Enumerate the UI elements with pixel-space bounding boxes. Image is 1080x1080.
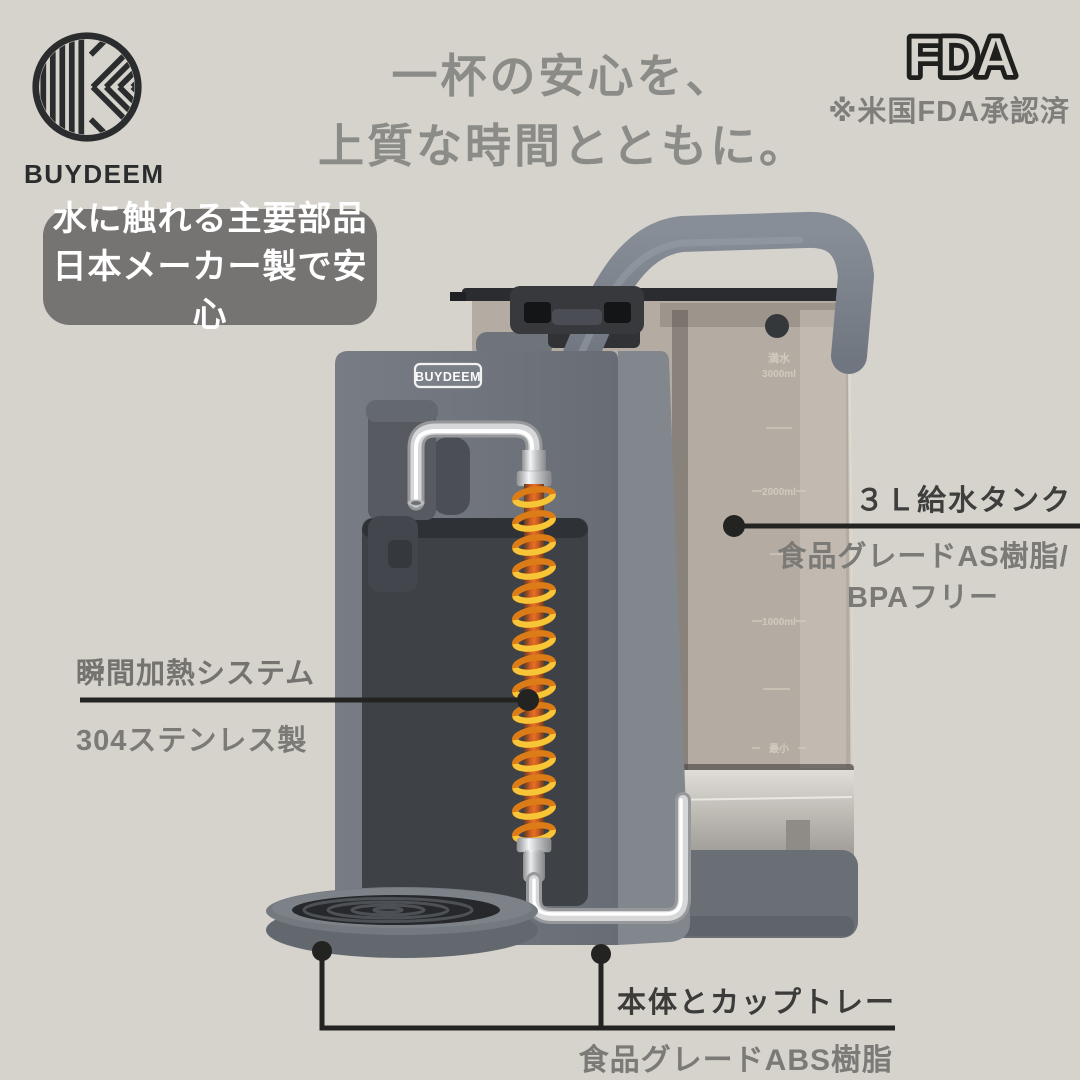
annotation-heater-desc: 304ステンレス製 bbox=[76, 725, 308, 757]
page-title-line1: 一杯の安心を、 bbox=[391, 50, 735, 102]
tank-scale-min-label: 最小 bbox=[769, 742, 789, 755]
buydeem-logo-icon bbox=[32, 32, 142, 142]
fda-logo-fill: FDA bbox=[907, 25, 1015, 88]
connector-heater bbox=[80, 689, 539, 711]
body-front-label: BUYDEEM bbox=[413, 362, 483, 389]
connector-base bbox=[312, 941, 895, 1031]
tank-base bbox=[666, 770, 854, 862]
annotation-tank-desc-line2: BPAフリー bbox=[846, 581, 1000, 614]
annotation-base-title: 本体とカップトレー bbox=[616, 987, 896, 1019]
annotation-heater-title: 瞬間加熱システム bbox=[76, 658, 316, 690]
svg-text:BUYDEEM: BUYDEEM bbox=[415, 370, 481, 384]
chrome-pipe-bottom bbox=[526, 792, 691, 924]
annotation-tank-desc-line1: 食品グレードAS樹脂/ bbox=[777, 541, 1069, 573]
annotation-connectors bbox=[80, 515, 1080, 1031]
tank-scale-ticks bbox=[752, 427, 806, 749]
connector-tank bbox=[723, 515, 1080, 537]
annotation-base-desc: 食品グレードABS樹脂 bbox=[578, 1044, 893, 1077]
fda-logo-innerline: FDA bbox=[907, 25, 1015, 88]
brand-wordmark: BUYDEEM bbox=[24, 159, 165, 189]
feature-badge-line1: 水に触れる主要部品 bbox=[52, 199, 368, 238]
fda-logo-outline: FDA bbox=[907, 25, 1015, 88]
annotation-tank-desc: 食品グレードAS樹脂/ BPAフリー bbox=[770, 537, 1076, 618]
tank-scale-3000: 3000ml bbox=[762, 369, 796, 380]
fda-approval-caption: ※米国FDA承認済 bbox=[828, 96, 1070, 128]
tank-scale-2000: 2000ml bbox=[762, 487, 796, 498]
page-title-line2: 上質な時間とともに。 bbox=[318, 119, 808, 172]
annotation-tank-title: ３Ｌ給水タンク bbox=[854, 485, 1072, 517]
chrome-pipe-top bbox=[407, 420, 543, 511]
handle-pivot bbox=[765, 314, 789, 338]
page-title: 一杯の安心を、 上質な時間とともに。 bbox=[268, 42, 858, 182]
heating-coil bbox=[514, 450, 554, 882]
fda-logo-icon: FDA FDA FDA bbox=[903, 21, 1022, 92]
tank-lid-latch bbox=[510, 286, 644, 334]
feature-badge-line2: 日本メーカー製で安心 bbox=[52, 247, 368, 335]
feature-badge: 水に触れる主要部品 日本メーカー製で安心 bbox=[43, 200, 377, 334]
cup-tray bbox=[266, 887, 538, 958]
tank-scale-full-label: 満水 bbox=[768, 351, 791, 365]
tank-scale-1000: 1000ml bbox=[762, 617, 796, 628]
